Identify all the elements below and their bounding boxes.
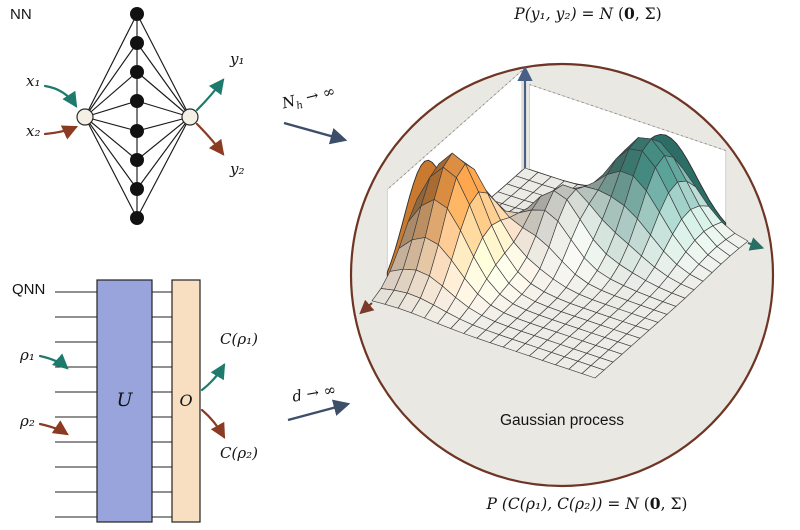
nn-edge xyxy=(136,100,191,118)
nn-hidden-node xyxy=(130,153,144,167)
qnn-wires xyxy=(55,291,172,518)
nn-edge xyxy=(84,116,138,161)
nn-input-node xyxy=(76,108,94,126)
bottom-formula-script-n: N xyxy=(625,495,639,513)
c-rho2-label: C(ρ₂) xyxy=(220,444,259,462)
x2-input-arrow xyxy=(43,125,79,140)
nn-edge xyxy=(136,116,191,132)
x1-input-arrow xyxy=(43,84,78,108)
nn-edge xyxy=(84,13,138,118)
nn-edge xyxy=(136,116,191,219)
unitary-block xyxy=(96,279,153,523)
y-axis-arrow xyxy=(747,237,765,251)
nn-hidden-node xyxy=(130,65,144,79)
y2-output-arrow xyxy=(195,122,225,156)
nn-edge xyxy=(136,71,191,118)
io-arrows xyxy=(38,78,226,439)
nn-edge xyxy=(84,116,138,219)
c-rho2-output-arrow xyxy=(200,408,226,439)
nn-edge xyxy=(136,42,191,118)
nn-edge xyxy=(84,42,138,118)
nn-output-node xyxy=(181,108,199,126)
nn-hidden-node xyxy=(130,36,144,50)
observable-block xyxy=(171,279,201,523)
x2-label: x₂ xyxy=(26,122,41,140)
nn-hidden-node xyxy=(130,182,144,196)
nn-hidden-node xyxy=(130,124,144,138)
gaussian-process-label: Gaussian process xyxy=(499,412,625,429)
top-formula-script-n: N xyxy=(599,5,614,23)
rho2-input-arrow xyxy=(38,420,69,436)
nn-edge xyxy=(136,116,191,161)
nn-hidden-node xyxy=(130,94,144,108)
x1-label: x₁ xyxy=(26,72,41,90)
y1-output-arrow xyxy=(195,78,225,112)
nn-edge xyxy=(136,13,191,118)
nn-title: NN xyxy=(10,6,32,23)
qnn-title: QNN xyxy=(12,281,46,298)
nn-edge xyxy=(84,100,138,118)
top-formula-close: , Σ) xyxy=(634,5,662,23)
rho2-label: ρ₂ xyxy=(20,412,35,430)
top-formula: P(y₁, y₂) = N (0, Σ) xyxy=(468,4,708,24)
nn-network xyxy=(76,7,199,225)
y2-label: y₂ xyxy=(230,160,245,178)
nn-edge xyxy=(84,116,138,132)
bottom-formula-open: ( xyxy=(638,495,650,513)
unitary-label: U xyxy=(116,389,133,411)
rho1-input-arrow xyxy=(38,353,69,370)
top-formula-zero: 0 xyxy=(624,4,635,23)
flow-arrows xyxy=(283,121,351,422)
observable-label: O xyxy=(179,391,193,410)
nn-edge xyxy=(84,71,138,118)
c-rho1-output-arrow xyxy=(200,363,226,392)
d-flow-arrow xyxy=(287,399,351,422)
top-formula-lhs: P(y₁, y₂) = xyxy=(514,5,600,23)
surface-plot xyxy=(359,65,765,379)
c-rho1-label: C(ρ₁) xyxy=(220,330,259,348)
y1-label: y₁ xyxy=(230,50,245,68)
surface-mesh xyxy=(371,137,749,379)
bottom-formula-close: , Σ) xyxy=(660,495,688,513)
bottom-formula-zero: 0 xyxy=(649,494,661,513)
qnn-circuit xyxy=(55,279,201,523)
x-axis-arrow xyxy=(359,299,375,315)
rho1-label: ρ₁ xyxy=(20,346,35,364)
bottom-formula-lhs: P (C(ρ₁), C(ρ₂)) = xyxy=(486,495,626,513)
mesh-cell xyxy=(581,365,605,379)
nh-flow-arrow xyxy=(283,121,348,145)
nn-edge xyxy=(84,116,138,190)
bottom-formula: P (C(ρ₁), C(ρ₂)) = N (0, Σ) xyxy=(437,494,737,514)
nn-edges xyxy=(84,13,191,219)
top-formula-open: ( xyxy=(613,5,625,23)
nn-hidden-node xyxy=(130,211,144,225)
nn-hidden-node xyxy=(130,7,144,21)
nn-edge xyxy=(136,116,191,190)
